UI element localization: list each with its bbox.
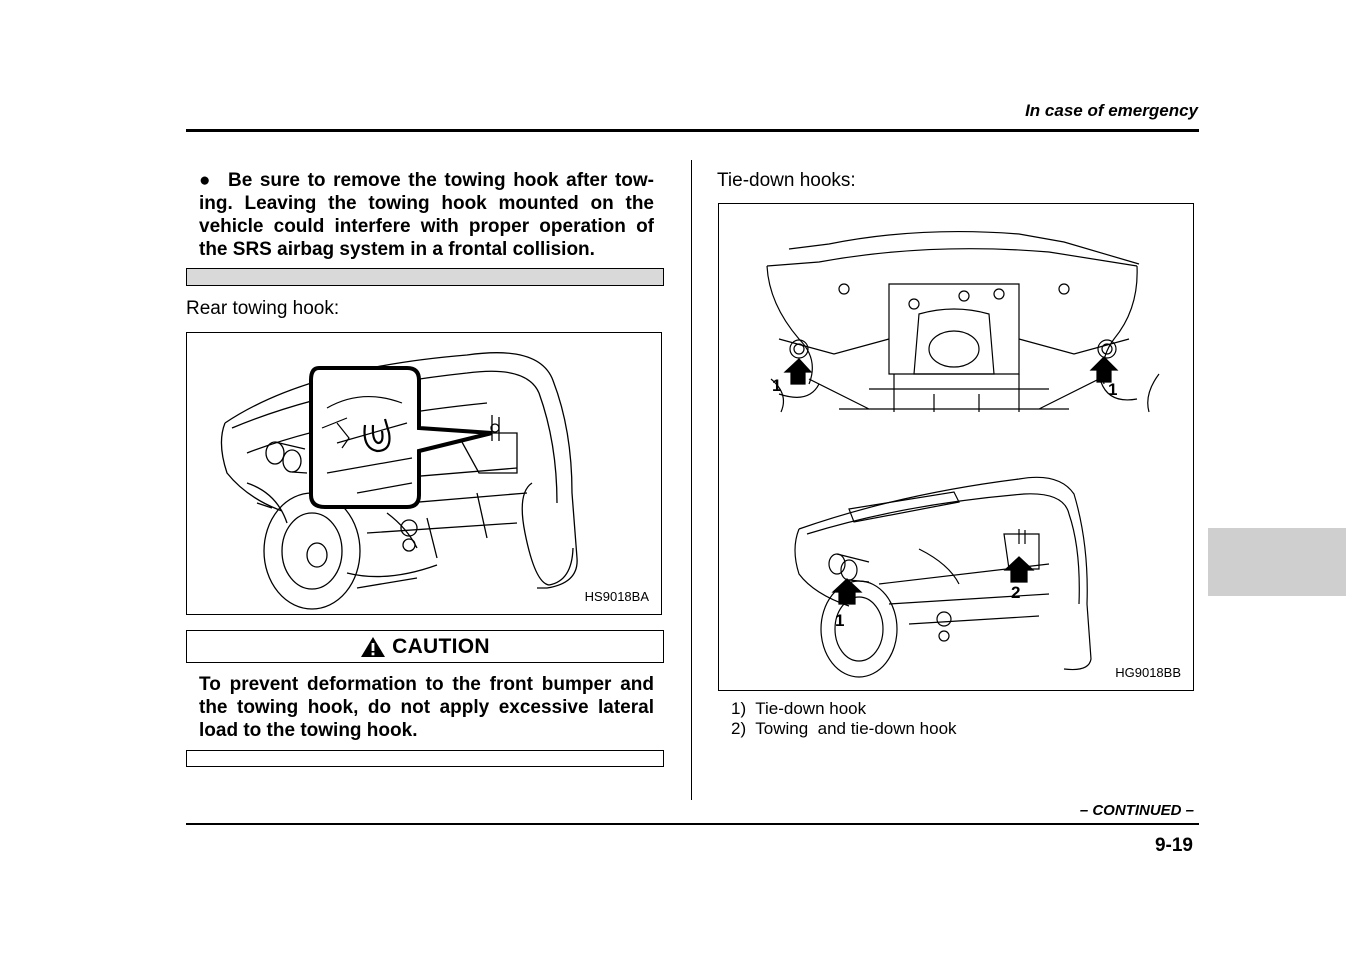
callout-1-bottom: 1	[835, 611, 845, 630]
rear-bumper-illustration	[220, 352, 578, 610]
rear-towing-hook-label: Rear towing hook:	[186, 298, 340, 319]
caution-header: CAUTION	[186, 630, 664, 663]
figure-code: HS9018BA	[584, 589, 649, 604]
legend-item: 2) Towing and tie-down hook	[731, 719, 957, 738]
figure-code: HG9018BB	[1115, 665, 1181, 680]
tie-down-hooks-label: Tie-down hooks:	[717, 170, 856, 191]
tie-down-hooks-figure: 1 1 2 1 HG9018BB	[718, 203, 1194, 691]
callout-1-right: 1	[1108, 380, 1118, 399]
continued-label: – CONTINUED –	[1079, 802, 1194, 819]
warning-paragraph: ● Be sure to remove the towing hook afte…	[199, 169, 654, 261]
caution-label: CAUTION	[392, 634, 490, 658]
warning-body: Be sure to remove the towing hook after …	[199, 170, 654, 260]
callout-2: 2	[1011, 583, 1021, 602]
section-title: In case of emergency	[1025, 101, 1198, 120]
figure-legend: 1) Tie-down hook 2) Towing and tie-down …	[731, 699, 957, 739]
bullet-icon: ●	[199, 170, 213, 191]
caution-paragraph: To prevent deformation to the front bump…	[199, 674, 654, 741]
underbody-illustration	[766, 230, 1160, 678]
page-number: 9-19	[1154, 835, 1193, 856]
legend-item: 1) Tie-down hook	[731, 699, 867, 718]
header-rule	[186, 129, 1199, 132]
warning-triangle-icon	[361, 636, 386, 657]
chapter-tab	[1208, 528, 1346, 596]
footer-rule	[186, 823, 1199, 825]
column-divider	[691, 160, 692, 800]
warning-end-bar	[186, 268, 664, 286]
caution-end-bar	[186, 750, 664, 767]
callout-1-left: 1	[772, 376, 782, 395]
rear-towing-hook-figure: HS9018BA	[186, 332, 662, 615]
